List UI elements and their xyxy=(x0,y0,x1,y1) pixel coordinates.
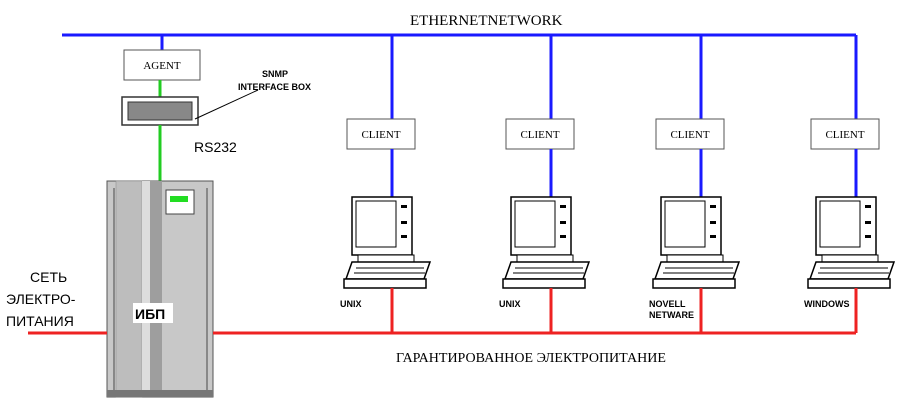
os-label: NOVELL xyxy=(649,299,686,309)
client-box-label: CLIENT xyxy=(670,129,709,141)
mains-label-1: СЕТЬ xyxy=(30,269,67,285)
client-box-label: CLIENT xyxy=(825,129,864,141)
computer-icon xyxy=(343,196,432,289)
os-label-2: NETWARE xyxy=(649,310,694,320)
os-label: WINDOWS xyxy=(804,299,850,309)
monitor-button xyxy=(401,205,407,208)
monitor-button xyxy=(710,235,716,238)
snmp-label-1: SNMP xyxy=(262,69,288,79)
monitor-button xyxy=(560,235,566,238)
monitor-screen xyxy=(514,200,556,248)
keyboard xyxy=(808,261,896,280)
monitor-screen xyxy=(664,200,706,248)
client-station-4: CLIENT WINDOWS xyxy=(804,35,896,333)
monitor-button xyxy=(560,221,566,224)
snmp-pointer xyxy=(194,89,259,120)
computer-icon xyxy=(502,196,591,289)
client-box xyxy=(505,118,575,150)
client-box-label: CLIENT xyxy=(361,129,400,141)
system-unit xyxy=(652,278,736,289)
client-box xyxy=(655,118,725,150)
power-label: ГАРАНТИРОВАННОЕ ЭЛЕКТРОПИТАНИЕ xyxy=(396,351,666,366)
os-label: UNIX xyxy=(499,299,521,309)
system-unit xyxy=(807,278,891,289)
network-label: ETHERNETNETWORK xyxy=(410,13,563,29)
ups-cabinet xyxy=(106,180,214,398)
ups-label: ИБП xyxy=(135,306,165,322)
monitor-stand xyxy=(821,254,879,263)
ups-display xyxy=(170,196,188,202)
monitor-button xyxy=(710,221,716,224)
monitor-button xyxy=(401,235,407,238)
computer-icon xyxy=(652,196,741,289)
agent-box xyxy=(123,49,201,81)
monitor-button xyxy=(865,205,871,208)
monitor-screen xyxy=(819,200,861,248)
monitor-stand xyxy=(357,254,415,263)
os-label: UNIX xyxy=(340,299,362,309)
snmp-interface-panel xyxy=(127,101,193,121)
client-box-label: CLIENT xyxy=(520,129,559,141)
mains-label-3: ПИТАНИЯ xyxy=(6,313,74,329)
computer-icon xyxy=(807,196,896,289)
client-box xyxy=(346,118,416,150)
monitor-button xyxy=(710,205,716,208)
client-box xyxy=(810,118,880,150)
keyboard xyxy=(344,261,432,280)
monitor-button xyxy=(401,221,407,224)
monitor-button xyxy=(865,235,871,238)
monitor-screen xyxy=(355,200,397,248)
snmp-label-2: INTERFACE BOX xyxy=(238,82,311,92)
mains-label-2: ЭЛЕКТРО- xyxy=(6,291,76,307)
client-station-2: CLIENT UNIX xyxy=(499,35,591,333)
rs232-label: RS232 xyxy=(194,139,237,155)
monitor-stand xyxy=(516,254,574,263)
monitor-button xyxy=(865,221,871,224)
monitor-button xyxy=(560,205,566,208)
client-station-1: CLIENT UNIX xyxy=(340,35,432,333)
agent-label: AGENT xyxy=(143,60,181,72)
clients-group: CLIENTUNIXCLIENTUNIXCLIENTNOVELLNETWAREC… xyxy=(340,35,896,333)
monitor-stand xyxy=(666,254,724,263)
system-unit xyxy=(343,278,427,289)
keyboard xyxy=(503,261,591,280)
ups-label-bg xyxy=(133,303,173,323)
system-unit xyxy=(502,278,586,289)
keyboard xyxy=(653,261,741,280)
